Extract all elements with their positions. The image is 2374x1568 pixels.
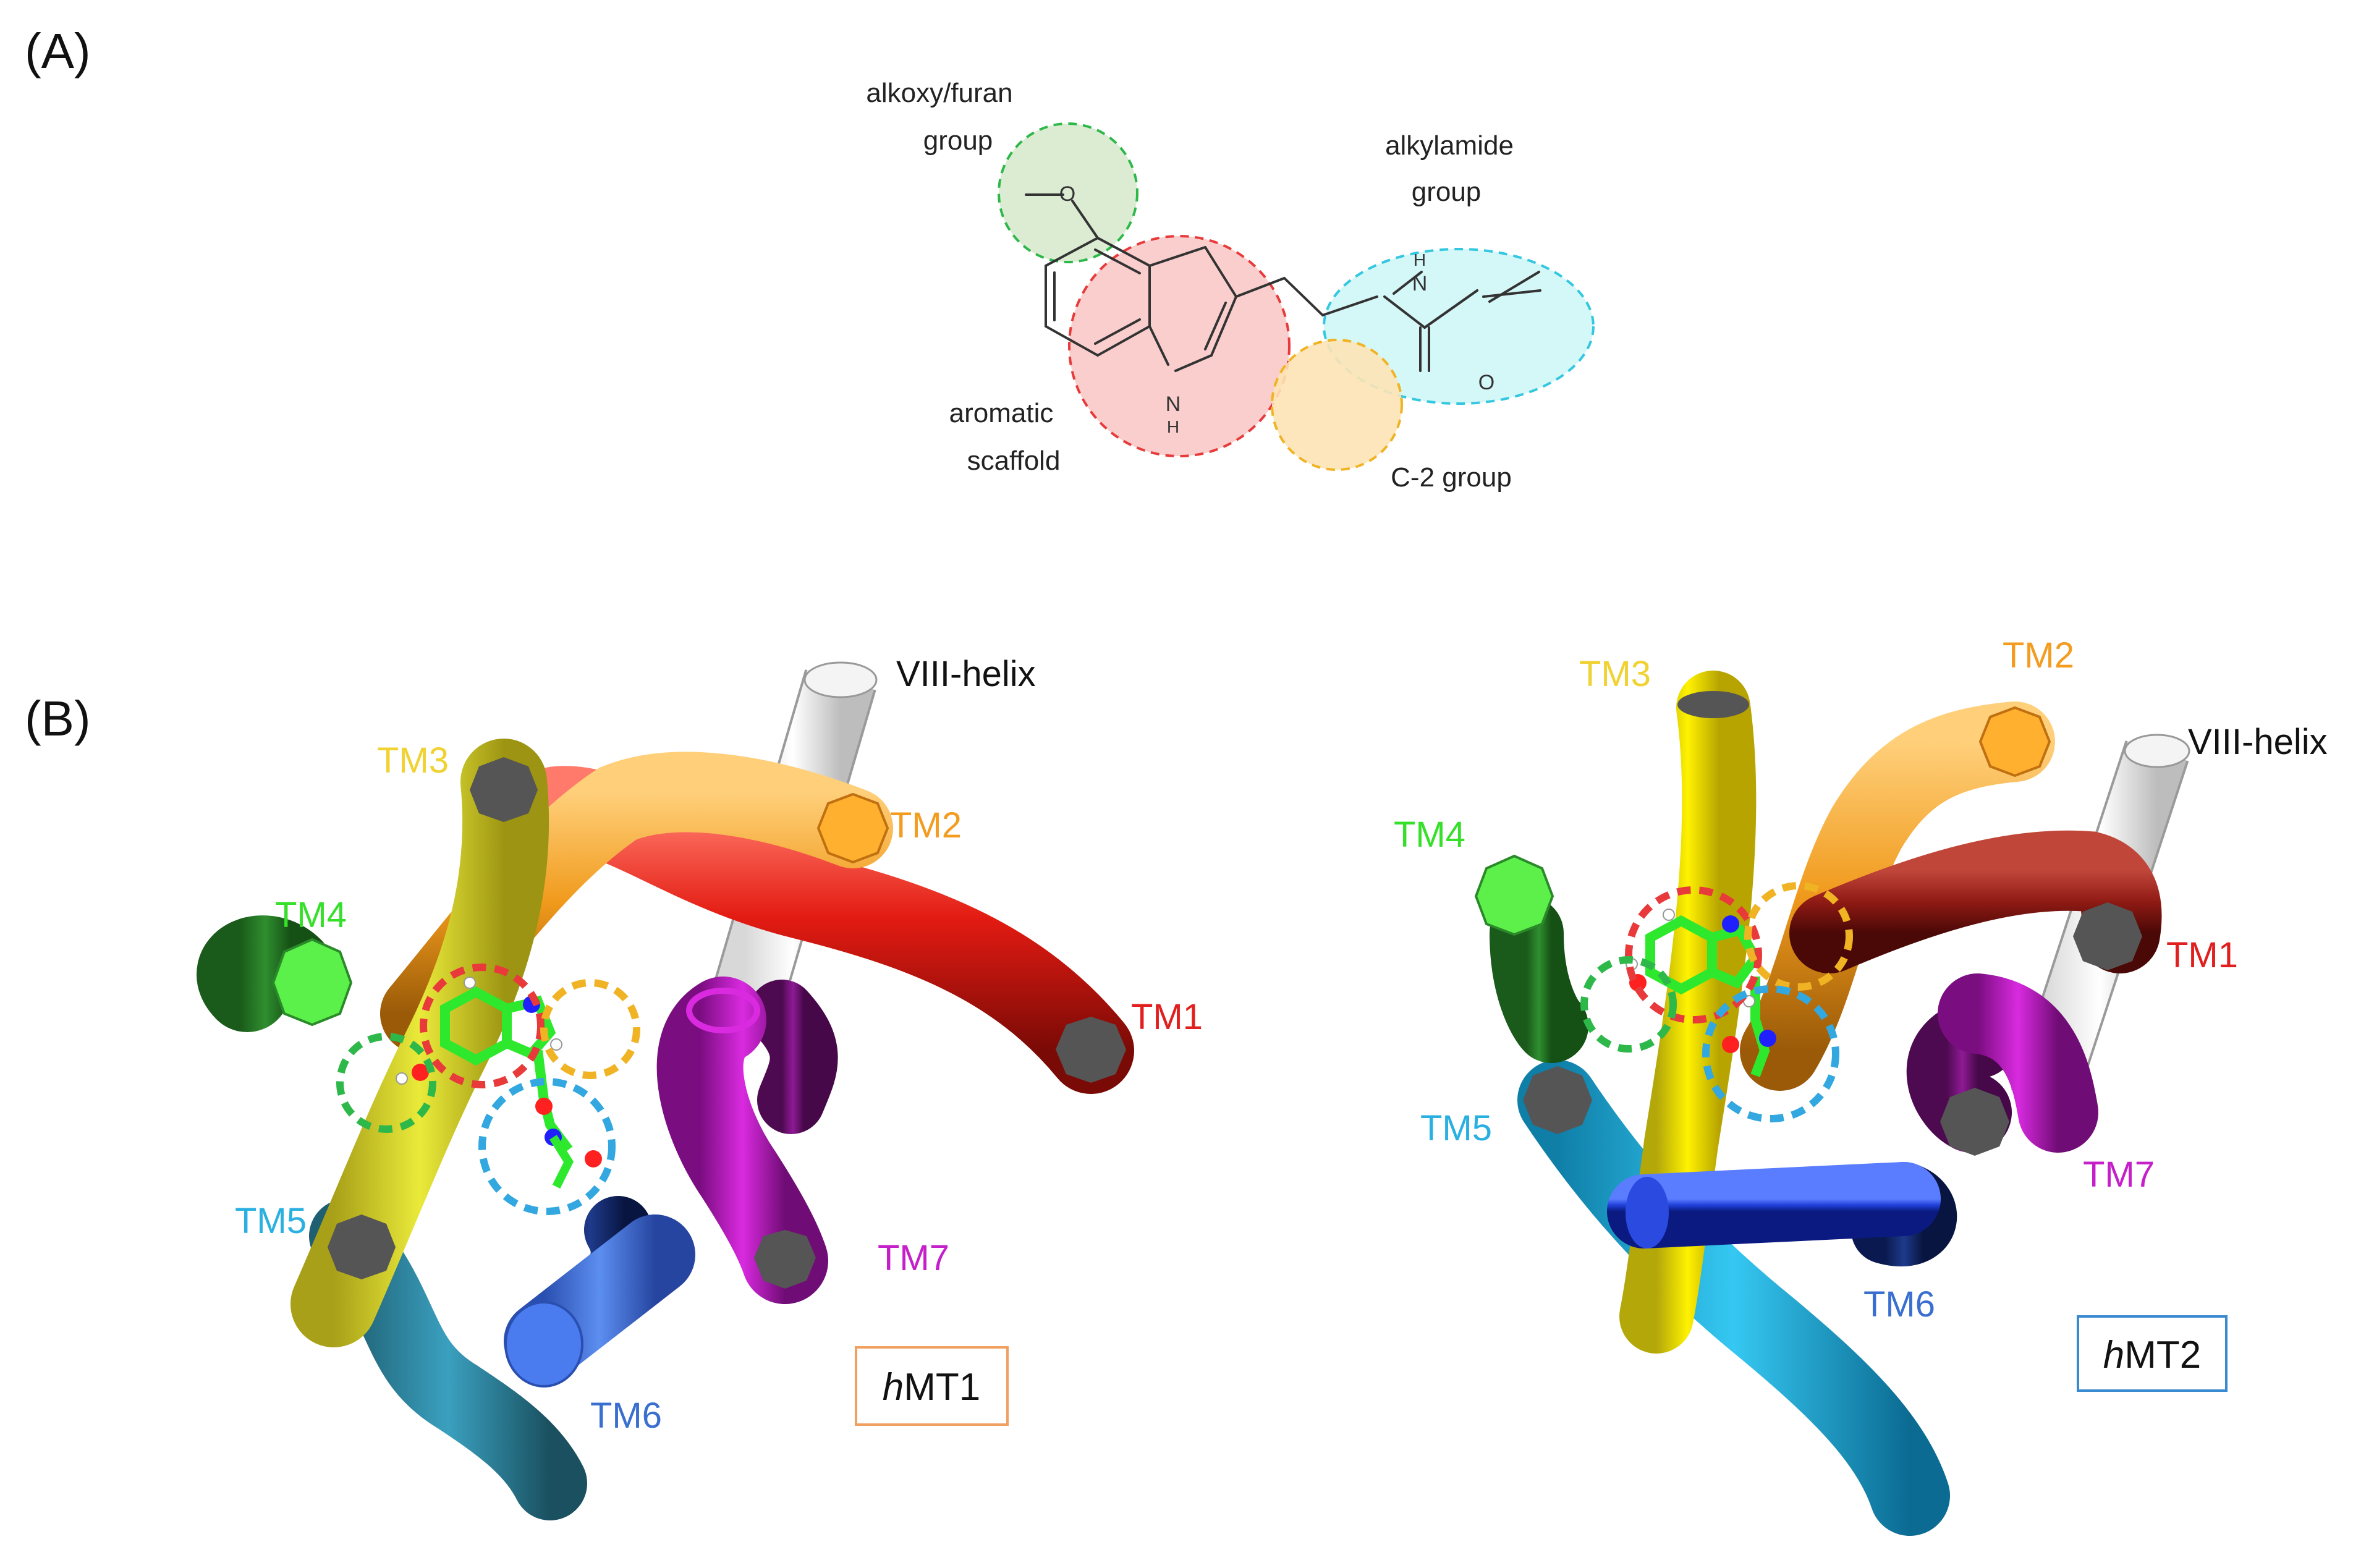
hmt1-alkoxy-marker bbox=[336, 1033, 436, 1133]
hmt1-label-tm7: TM7 bbox=[878, 1238, 949, 1278]
hmt2-label-tm7: TM7 bbox=[2083, 1155, 2155, 1195]
hmt2-tm4-tube bbox=[1490, 896, 1588, 1063]
label-alkylamide-line1: alkylamide bbox=[1385, 130, 1514, 161]
label-c2-group: C-2 group bbox=[1391, 462, 1512, 493]
hmt2-c2-marker bbox=[1744, 882, 1853, 991]
hmt1-aromatic-ring-marker bbox=[420, 964, 545, 1088]
label-alkoxy-line1: alkoxy/furan bbox=[866, 78, 1012, 108]
hmt1-c2-marker bbox=[540, 979, 640, 1079]
label-alkoxy-line2: group bbox=[923, 125, 993, 156]
hmt1-structure: VIII-helix TM1 TM2 TM3 TM4 TM5 TM6 TM7 h… bbox=[197, 654, 1203, 1520]
hmt2-label-tm2: TM2 bbox=[2003, 635, 2074, 676]
hmt2-tm1-tube bbox=[1789, 830, 2162, 973]
hmt2-label-tm6: TM6 bbox=[1863, 1284, 1935, 1324]
hmt1-label-tm5: TM5 bbox=[235, 1201, 307, 1241]
hmt1-label-tm1: TM1 bbox=[1131, 997, 1203, 1037]
hmt2-box bbox=[2077, 1315, 2228, 1392]
hmt1-box bbox=[855, 1346, 1009, 1426]
hmt1-box-label: hMT1 bbox=[883, 1366, 980, 1409]
aromatic-region bbox=[1068, 235, 1291, 457]
label-aromatic-line1: aromatic bbox=[949, 398, 1054, 428]
atom-o-ether: O bbox=[1059, 182, 1075, 206]
hmt1-alkylamide-marker bbox=[478, 1078, 616, 1215]
atom-o-carbonyl: O bbox=[1478, 371, 1494, 394]
hmt2-label-tm3: TM3 bbox=[1579, 654, 1651, 694]
atom-n-ring: N bbox=[1166, 392, 1181, 416]
hmt2-tm3-tube bbox=[1619, 671, 1757, 1354]
label-alkylamide-line2: group bbox=[1412, 177, 1482, 207]
atom-h-ring: H bbox=[1167, 417, 1179, 436]
hmt1-label-viii: VIII-helix bbox=[896, 654, 1036, 694]
alkoxy-region bbox=[998, 122, 1138, 263]
hmt2-label-tm5: TM5 bbox=[1420, 1108, 1492, 1148]
hmt1-ligand bbox=[396, 977, 602, 1189]
hmt2-tm7-tube bbox=[1938, 973, 2098, 1153]
hmt2-structure: TM3 TM2 VIII-helix TM4 TM1 TM5 TM7 TM6 h… bbox=[1394, 635, 2328, 1536]
hmt1-label-tm4: TM4 bbox=[275, 895, 347, 935]
molecule-bonds bbox=[1025, 193, 1541, 372]
hmt2-aromatic-ring-marker bbox=[1625, 886, 1762, 1023]
hmt1-tm3-tube bbox=[290, 739, 549, 1347]
hmt2-label-tm1: TM1 bbox=[2166, 935, 2238, 975]
hmt2-label-tm4: TM4 bbox=[1394, 815, 1465, 855]
panel-b-label: (B) bbox=[25, 691, 91, 746]
c2-region bbox=[1271, 339, 1403, 471]
atom-n-amide: N bbox=[1412, 272, 1428, 295]
hmt1-label-tm3: TM3 bbox=[377, 740, 449, 781]
molecule-diagram: O H N O N H alkoxy/furan group alkylamid… bbox=[866, 78, 1595, 493]
hmt1-tm7-tube bbox=[748, 980, 838, 1134]
hmt2-box-label: hMT2 bbox=[2103, 1334, 2201, 1376]
panel-a-label: (A) bbox=[25, 23, 91, 78]
atom-h-amide: H bbox=[1414, 250, 1426, 269]
hmt1-label-tm2: TM2 bbox=[890, 805, 962, 845]
alkylamide-region bbox=[1323, 248, 1595, 405]
label-aromatic-line2: scaffold bbox=[967, 446, 1061, 476]
hmt2-tm5-tube bbox=[1517, 1060, 1950, 1536]
hmt1-label-tm6: TM6 bbox=[590, 1396, 662, 1436]
hmt2-alkylamide-marker bbox=[1702, 985, 1839, 1122]
hmt2-label-viii: VIII-helix bbox=[2188, 722, 2328, 762]
hmt2-alkoxy-marker bbox=[1580, 956, 1677, 1053]
